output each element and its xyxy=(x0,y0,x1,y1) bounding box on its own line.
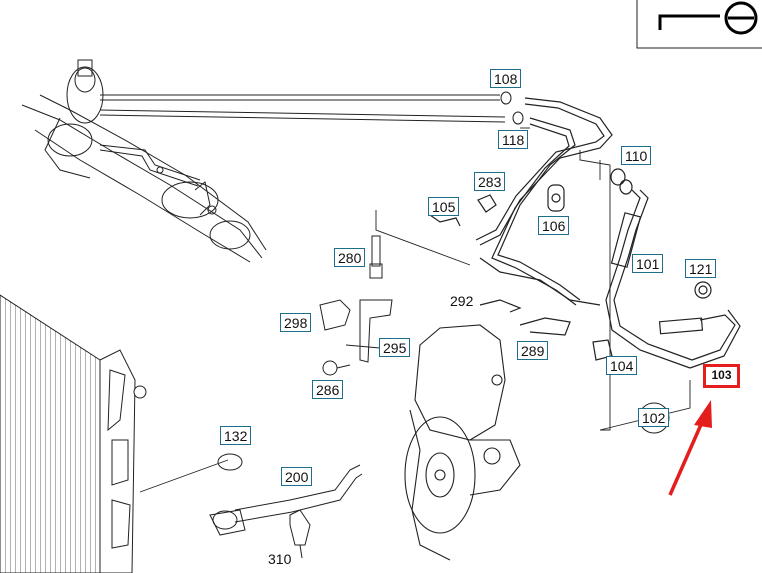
reference-thumbnail xyxy=(636,0,762,49)
callout-108[interactable]: 108 xyxy=(490,69,522,88)
callout-106[interactable]: 106 xyxy=(538,216,570,235)
pressure-line-bundle xyxy=(429,97,741,369)
callout-110[interactable]: 110 xyxy=(621,146,652,165)
steering-rack-drawing xyxy=(21,59,267,263)
red-pointer-arrow xyxy=(668,400,712,496)
callout-298[interactable]: 298 xyxy=(280,313,312,332)
callout-103-highlighted[interactable]: 103 xyxy=(703,364,740,388)
power-steering-pump-drawing xyxy=(404,324,521,561)
callout-132[interactable]: 132 xyxy=(220,426,252,445)
radiator-drawing xyxy=(0,294,147,573)
callout-104[interactable]: 104 xyxy=(606,356,638,375)
label-310[interactable]: 310 xyxy=(268,551,292,567)
callout-286[interactable]: 286 xyxy=(312,380,344,399)
callout-280[interactable]: 280 xyxy=(334,248,366,267)
callout-121[interactable]: 121 xyxy=(685,259,717,278)
callout-200[interactable]: 200 xyxy=(281,467,313,486)
callout-295[interactable]: 295 xyxy=(379,338,411,357)
callout-105[interactable]: 105 xyxy=(428,197,460,216)
callout-118[interactable]: 118 xyxy=(498,130,529,149)
bracket-parts xyxy=(319,235,393,376)
rack-feed-lines xyxy=(99,91,524,125)
return-hose-drawing xyxy=(209,453,363,559)
leader-lines xyxy=(139,127,691,493)
callout-289[interactable]: 289 xyxy=(517,341,549,360)
label-292[interactable]: 292 xyxy=(450,293,474,309)
callout-101[interactable]: 101 xyxy=(632,254,664,273)
callout-283[interactable]: 283 xyxy=(474,172,506,191)
callout-102[interactable]: 102 xyxy=(638,408,670,427)
